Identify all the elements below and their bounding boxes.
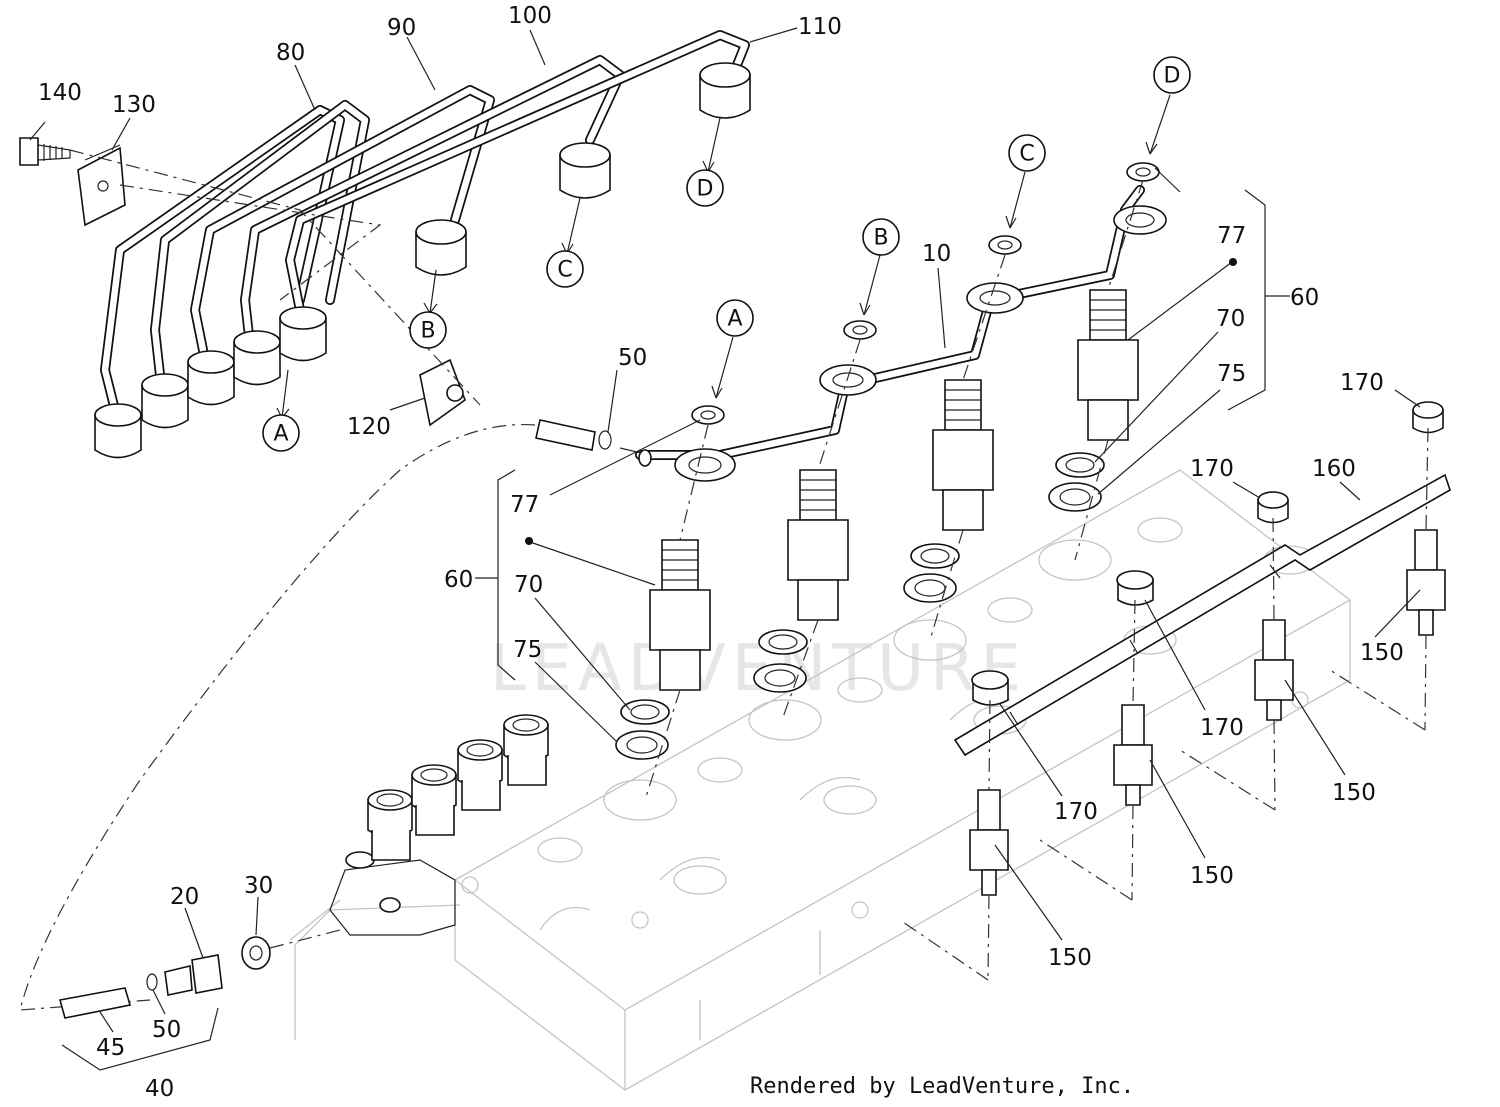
callout-60: 60 [444, 567, 473, 593]
leader-dot [1229, 258, 1237, 266]
callout-170: 170 [1054, 799, 1098, 825]
callout-20: 20 [170, 884, 199, 910]
callout-45: 45 [96, 1035, 125, 1061]
glow-plug [969, 789, 1009, 896]
callout-90: 90 [387, 15, 416, 41]
callout-60: 60 [1290, 285, 1319, 311]
injector-assembly [1077, 289, 1139, 441]
ref-circle-d-injector: D [1153, 56, 1191, 94]
callout-70: 70 [514, 572, 543, 598]
callout-77: 77 [510, 492, 539, 518]
ref-circle-a-pipe: A [262, 414, 300, 452]
ref-letter: B [420, 319, 435, 344]
callout-80: 80 [276, 40, 305, 66]
callout-160: 160 [1312, 456, 1356, 482]
delivery-valve-holder [367, 789, 413, 861]
clamp-bolt [19, 137, 71, 166]
callout-50: 50 [618, 345, 647, 371]
glow-plug [1113, 704, 1153, 806]
callout-30: 30 [244, 873, 273, 899]
callout-170: 170 [1200, 715, 1244, 741]
footer-credit: Rendered by LeadVenture, Inc. [750, 1074, 1134, 1099]
glow-plug-nuts [971, 401, 1444, 706]
callout-140: 140 [38, 80, 82, 106]
glow-plug-lead [953, 473, 1451, 757]
watermark: LEADVENTURE [490, 632, 1027, 706]
glow-plug [1254, 619, 1294, 721]
callout-110: 110 [798, 14, 842, 40]
callout-75: 75 [513, 637, 542, 663]
ref-letter: C [557, 258, 572, 283]
ref-letter: C [1019, 142, 1034, 167]
callout-40: 40 [145, 1076, 174, 1102]
ref-letter: B [873, 226, 888, 251]
injector-assembly [649, 539, 711, 691]
injector-assembly [787, 469, 849, 621]
ref-circle-c-injector: C [1008, 134, 1046, 172]
delivery-valve-holder [411, 764, 457, 836]
ref-circle-b-pipe: B [409, 311, 447, 349]
ref-letter: D [1164, 64, 1181, 89]
callout-170: 170 [1340, 370, 1384, 396]
callout-10: 10 [922, 241, 951, 267]
cylinder-head [453, 469, 1352, 1092]
callout-150: 150 [1332, 780, 1376, 806]
callout-50: 50 [152, 1017, 181, 1043]
leader-lines [29, 27, 1421, 1071]
return-fitting [58, 936, 271, 1019]
ref-circle-b-injector: B [862, 218, 900, 256]
ref-circle-a-injector: A [716, 299, 754, 337]
callout-100: 100 [508, 3, 552, 29]
ref-letter: A [273, 422, 288, 447]
injector-assembly [932, 379, 994, 531]
pipe-clamp [77, 144, 126, 227]
ref-letter: A [727, 307, 742, 332]
delivery-valve-holder [503, 714, 549, 786]
ref-circle-c-pipe: C [546, 250, 584, 288]
callout-130: 130 [112, 92, 156, 118]
callout-170: 170 [1190, 456, 1234, 482]
glow-plug [1406, 529, 1446, 636]
injection-pump [289, 714, 549, 1040]
callouts: 140 130 80 90 100 110 120 10 50 77 77 60… [38, 3, 1404, 1102]
callout-75: 75 [1217, 361, 1246, 387]
ref-circle-d-pipe: D [686, 169, 724, 207]
delivery-valve-holder [457, 739, 503, 811]
injection-pipes [94, 30, 751, 459]
callout-150: 150 [1360, 640, 1404, 666]
callout-150: 150 [1190, 863, 1234, 889]
pipe-clamp [419, 358, 466, 427]
callout-150: 150 [1048, 945, 1092, 971]
leader-dot [525, 537, 533, 545]
ref-letter: D [697, 177, 714, 202]
return-hose [535, 419, 652, 467]
callout-120: 120 [347, 414, 391, 440]
callout-77: 77 [1217, 223, 1246, 249]
callout-70: 70 [1216, 306, 1245, 332]
